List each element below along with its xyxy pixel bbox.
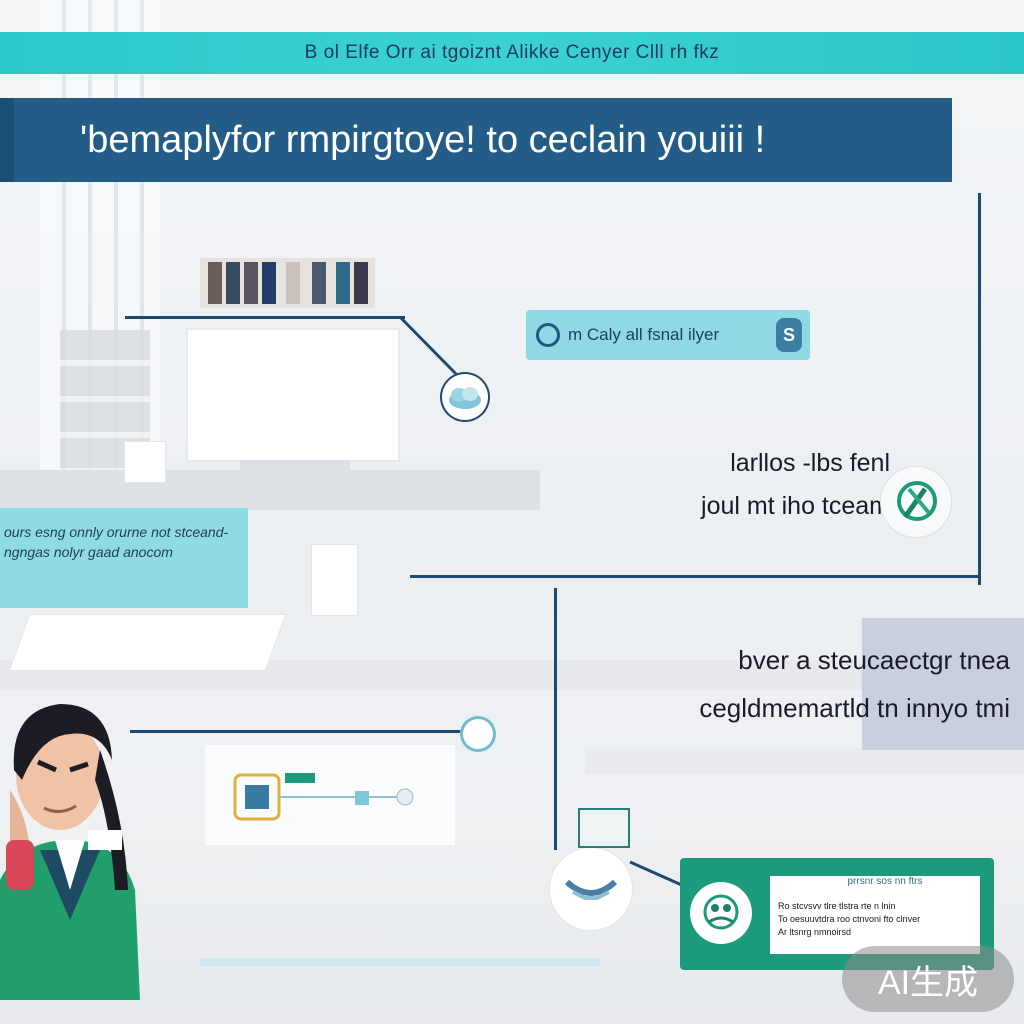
top-banner: B ol Elfe Orr ai tgoiznt Alikke Cenyer C… (0, 32, 1024, 74)
left-note-text: ours esng onnly orurne not stceand-ngnga… (4, 524, 229, 560)
right-text-block: bver a steucaectgr tnea cegldmemartld tn… (580, 636, 1010, 732)
connector-line (978, 193, 981, 585)
mid-text-line: larllos -lbs fenl (730, 449, 890, 477)
headline-bar: 'bemaplyfor rmpirgtoye! to ceclain youii… (0, 98, 952, 182)
desk-paper (125, 442, 165, 482)
panel-lines: Ro stcvsvv tlre tlstra rte n lnin To oes… (778, 900, 972, 939)
binder (208, 262, 222, 304)
panel-line: Ro stcvsvv tlre tlstra rte n lnin (778, 901, 896, 911)
top-banner-text: B ol Elfe Orr ai tgoiznt Alikke Cenyer C… (304, 42, 720, 63)
flow-diagram-icon (233, 773, 414, 821)
background-right-desk (585, 748, 1024, 774)
handshake-node (550, 848, 632, 930)
binder-shelf (200, 258, 375, 308)
diagram-strip (205, 745, 455, 845)
right-text-line: cegldmemartld tn innyo tmi (699, 693, 1010, 723)
binder (312, 262, 326, 304)
binder (226, 262, 240, 304)
pill-circle-icon (536, 323, 560, 347)
right-highlight-box (862, 618, 1024, 750)
document-icon (578, 808, 630, 848)
panel-title: prrsnr sos nn ftrs (847, 876, 923, 887)
diagram-end-node (460, 716, 496, 752)
mid-text-line: joul mt iho tceam (701, 492, 890, 520)
binder (286, 262, 300, 304)
desk-paper (312, 545, 357, 615)
desk-paper (9, 615, 286, 670)
connector-line (410, 575, 981, 578)
pill-badge: S (776, 318, 802, 352)
tool-node (880, 466, 952, 538)
monitor-screen (188, 330, 398, 460)
panel-line: To oesuuvtdra roo ctnvoni fto clnver (778, 914, 921, 924)
monitor-stand (240, 460, 350, 480)
panel-line: Ar ltsnrg nmnoirsd (778, 927, 852, 937)
connector-line (130, 730, 470, 733)
binder (354, 262, 368, 304)
tools-icon (897, 481, 937, 521)
person-illustration (0, 704, 140, 1000)
connector-line (125, 316, 405, 319)
connector-faint (200, 958, 600, 966)
people-icon (703, 894, 739, 930)
left-note: ours esng onnly orurne not stceand-ngnga… (0, 508, 248, 608)
ai-generated-watermark: AI生成 (842, 946, 1014, 1012)
handshake-icon (565, 879, 617, 900)
panel-node (690, 882, 752, 944)
cloud-node (440, 372, 490, 422)
info-pill: m Caly all fsnal ilyer S (526, 310, 810, 360)
binder (336, 262, 350, 304)
connector-diagonal (398, 315, 462, 380)
mid-text-block: larllos -lbs fenl joul mt iho tceam (600, 442, 890, 528)
connector-line (554, 588, 557, 850)
connector-diagonal (629, 860, 685, 888)
pill-label-text: m Caly all fsnal ilyer (568, 325, 720, 344)
panel-content: prrsnr sos nn ftrs Ro stcvsvv tlre tlstr… (770, 876, 980, 954)
binder (244, 262, 258, 304)
headline-accent (0, 98, 14, 182)
binder (262, 262, 276, 304)
cloud-icon (449, 387, 481, 409)
headline-text: 'bemaplyfor rmpirgtoye! to ceclain youii… (80, 118, 766, 161)
right-text-line: bver a steucaectgr tnea (738, 645, 1010, 675)
